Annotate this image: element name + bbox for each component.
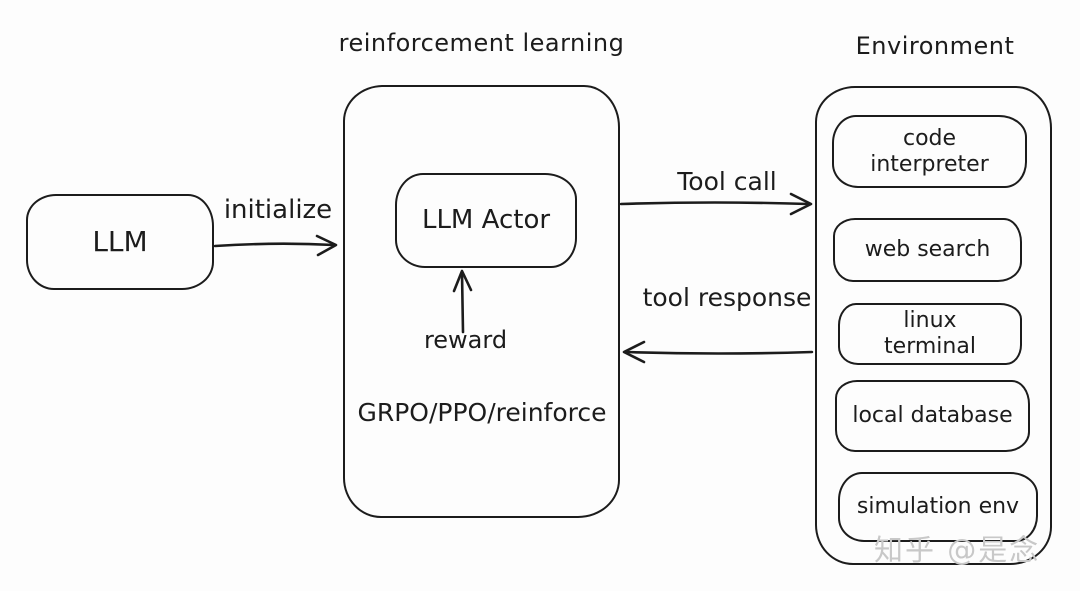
llm-node-label: LLM (92, 225, 148, 259)
rl-group-title: reinforcement learning (338, 29, 625, 57)
env-item-web-search: web search (833, 218, 1022, 282)
tool-response-arrow (622, 340, 814, 364)
env-item-web-search-label: web search (864, 237, 991, 263)
env-item-local-database: local database (835, 380, 1030, 452)
env-item-local-database-label: local database (852, 403, 1013, 429)
tool-call-arrow (619, 192, 813, 216)
env-item-linux-terminal: linux terminal (838, 303, 1022, 365)
env-item-simulation-env-label: simulation env (856, 494, 1020, 520)
llm-actor-node: LLM Actor (395, 173, 577, 268)
env-item-code-interpreter: code interpreter (832, 115, 1027, 188)
env-item-code-interpreter-label: code interpreter (870, 125, 989, 177)
tool-call-arrow-label: Tool call (677, 167, 777, 196)
rl-container (343, 85, 620, 518)
environment-group-title: Environment (855, 32, 1015, 60)
watermark: 知乎 @是念 (874, 533, 1041, 567)
llm-node: LLM (26, 194, 214, 290)
llm-actor-node-label: LLM Actor (421, 205, 551, 236)
tool-response-arrow-label: tool response (642, 283, 812, 312)
reward-arrow-label: reward (423, 326, 508, 354)
initialize-arrow-label: initialize (223, 195, 333, 225)
environment-container (815, 86, 1052, 565)
env-item-simulation-env: simulation env (838, 472, 1038, 542)
env-item-linux-terminal-label: linux terminal (884, 308, 976, 359)
algorithms-label: GRPO/PPO/reinforce (357, 398, 607, 427)
initialize-arrow (213, 234, 338, 257)
